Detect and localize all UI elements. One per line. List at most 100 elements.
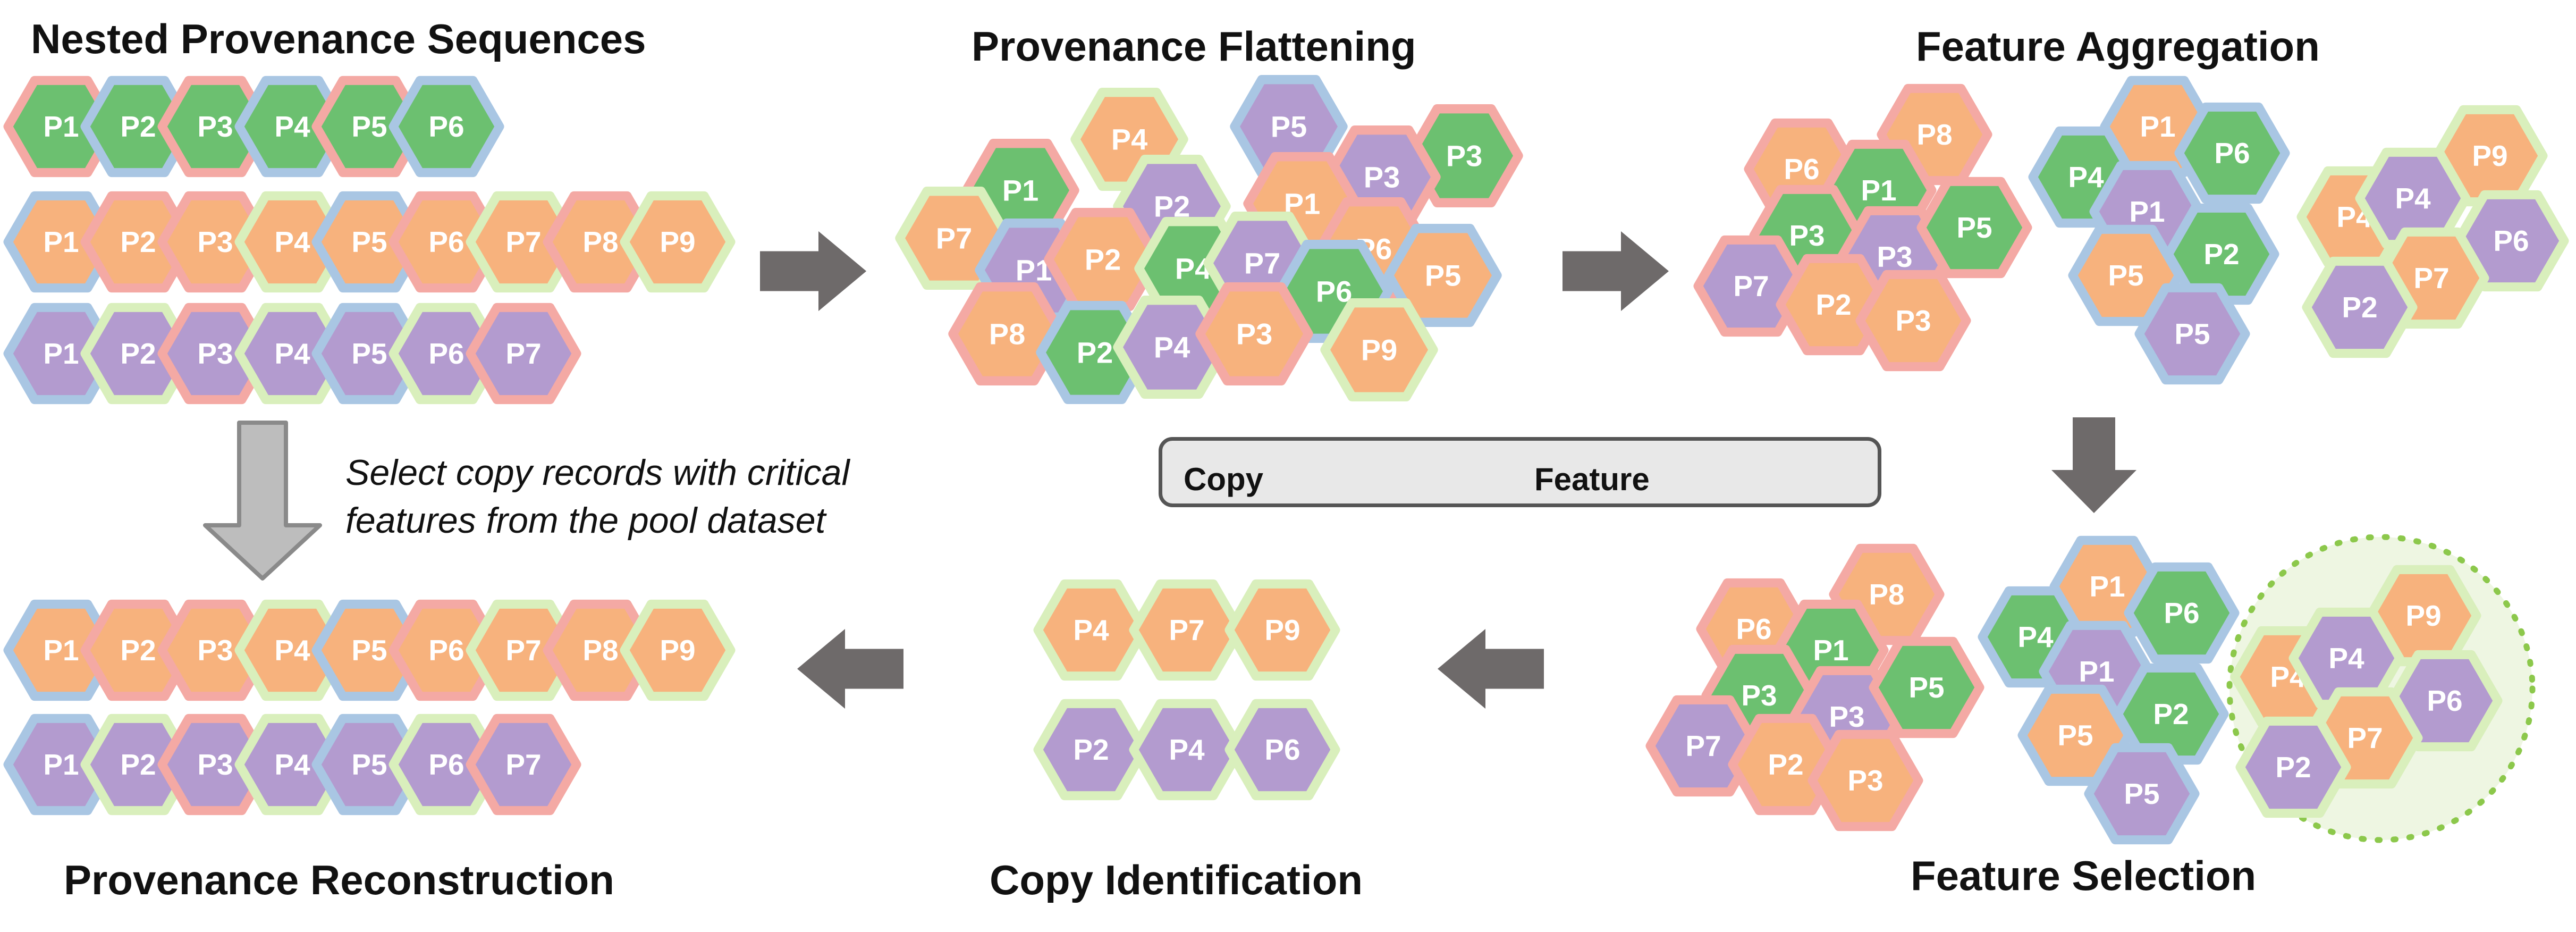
hexagon-p5: P5 <box>311 303 427 405</box>
hexagon-label: P3 <box>1829 700 1864 733</box>
hexagon-label: P3 <box>197 110 233 143</box>
hexagon-label: P3 <box>197 634 233 667</box>
hexagon-label: P2 <box>1085 243 1121 276</box>
hexagon-label: P8 <box>582 225 618 258</box>
hexagon-p7: P7 <box>1129 579 1245 681</box>
hexagon-label: P2 <box>2275 751 2311 784</box>
hexagon-label: P6 <box>428 634 464 667</box>
hexagon-label: P2 <box>1077 336 1113 370</box>
hexagon-shape <box>80 599 196 701</box>
hexagon-label: P1 <box>43 337 79 370</box>
hexagon-p3: P3 <box>157 713 273 816</box>
legend: Copy Feature <box>1159 437 1881 507</box>
hexagon-shape <box>311 75 427 178</box>
hexagon-shape <box>1224 579 1340 681</box>
hexagon-shape <box>234 713 350 816</box>
hexagon-p9: P9 <box>620 191 736 293</box>
hexagon-shape <box>157 713 273 816</box>
legend-feature-label: Feature <box>1534 461 1650 497</box>
hexagon-label: P3 <box>1236 317 1273 351</box>
hexagon-label: P1 <box>43 634 79 667</box>
hexagon-label: P7 <box>1733 270 1769 303</box>
hexagon-label: P5 <box>1956 211 1992 244</box>
hexagon-p3: P3 <box>1195 282 1313 385</box>
hexagon-shape <box>2174 102 2290 204</box>
hexagon-label: P2 <box>120 337 156 370</box>
hexagon-label: P1 <box>1813 634 1848 667</box>
hexagon-p2: P2 <box>1036 301 1154 404</box>
title-provenance-reconstruction: Provenance Reconstruction <box>64 857 614 903</box>
hexagon-label: P5 <box>2124 777 2159 810</box>
hexagon-p2: P2 <box>80 599 196 701</box>
hexagon-shape <box>80 75 196 178</box>
hexagon-label: P3 <box>197 225 233 258</box>
hexagon-label: P9 <box>660 225 695 258</box>
hexagon-p2: P2 <box>2302 256 2418 358</box>
hexagon-p4: P4 <box>1113 296 1231 399</box>
hexagon-label: P4 <box>1073 614 1109 646</box>
arrow-selection-to-identification <box>1438 629 1544 709</box>
hexagon-shape <box>1384 224 1502 327</box>
hexagon-label: P1 <box>43 748 79 781</box>
hexagon-label: P4 <box>1169 733 1205 766</box>
arrow-aggregation-to-selection <box>2051 417 2136 513</box>
hexagon-p4: P4 <box>234 713 350 816</box>
hexagon-label: P4 <box>274 110 310 143</box>
hexagon-p4: P4 <box>234 75 350 178</box>
hexagon-label: P7 <box>936 222 973 255</box>
hexagon-shape <box>3 713 119 816</box>
hexagon-p9: P9 <box>1224 579 1340 681</box>
title-provenance-flattening: Provenance Flattening <box>972 23 1416 70</box>
hexagon-p6: P6 <box>1224 699 1340 801</box>
legend-copy-label: Copy <box>1184 461 1263 497</box>
hexagon-label: P4 <box>2328 642 2364 675</box>
hexagon-label: P7 <box>505 634 541 667</box>
hexagon-label: P8 <box>1916 118 1952 151</box>
hexagon-p6: P6 <box>388 713 504 816</box>
caption-line-2: features from the pool dataset <box>345 500 826 541</box>
hexagon-shape <box>1113 296 1231 399</box>
hexagon-shape <box>388 303 504 405</box>
hexagon-label: P1 <box>2140 110 2175 143</box>
hexagon-shape <box>234 75 350 178</box>
hexagon-shape <box>311 191 427 293</box>
hexagon-p2: P2 <box>80 713 196 816</box>
hexagon-label: P5 <box>1425 259 1462 292</box>
hexagon-p5: P5 <box>2134 283 2250 385</box>
hexagon-label: P4 <box>1154 331 1190 364</box>
hexagon-label: P2 <box>2203 238 2239 271</box>
hexagon-label: P2 <box>1768 748 1803 781</box>
hexagon-p5: P5 <box>311 599 427 701</box>
hexagon-p7: P7 <box>466 713 581 816</box>
hexagon-label: P7 <box>2347 721 2383 754</box>
hexagon-shape <box>234 599 350 701</box>
hexagon-p6: P6 <box>388 303 504 405</box>
hexagon-shape <box>234 303 350 405</box>
hexagon-label: P5 <box>2057 719 2093 752</box>
hexagon-shape <box>80 713 196 816</box>
hexagon-p9: P9 <box>2366 565 2481 667</box>
arrow-flatten-to-aggregation <box>1563 231 1669 311</box>
hexagon-label: P4 <box>1175 252 1212 286</box>
hexagon-p1: P1 <box>3 75 119 178</box>
hexagon-label: P4 <box>1111 123 1148 156</box>
hexagon-shape <box>1033 579 1149 681</box>
hexagon-p3: P3 <box>1808 729 1923 832</box>
hexagon-shape <box>543 599 658 701</box>
hexagon-label: P6 <box>428 225 464 258</box>
hexagon-label: P4 <box>2068 161 2104 194</box>
hexagon-p3: P3 <box>157 75 273 178</box>
hexagon-shape <box>620 191 736 293</box>
select-records-down-arrow <box>203 421 322 581</box>
hexagon-p3: P3 <box>157 191 273 293</box>
hexagon-label: P8 <box>1869 578 1904 611</box>
hexagon-p2: P2 <box>1033 699 1149 801</box>
hexagon-label: P5 <box>351 110 387 143</box>
hexagon-label: P7 <box>1169 614 1204 646</box>
hexagon-label: P6 <box>2493 224 2529 257</box>
hexagon-label: P5 <box>351 225 387 258</box>
hexagon-p8: P8 <box>543 191 658 293</box>
hexagon-shape <box>2084 743 2200 845</box>
arrow-identification-to-reconstruction <box>797 629 903 709</box>
hexagon-p6: P6 <box>2124 562 2240 664</box>
